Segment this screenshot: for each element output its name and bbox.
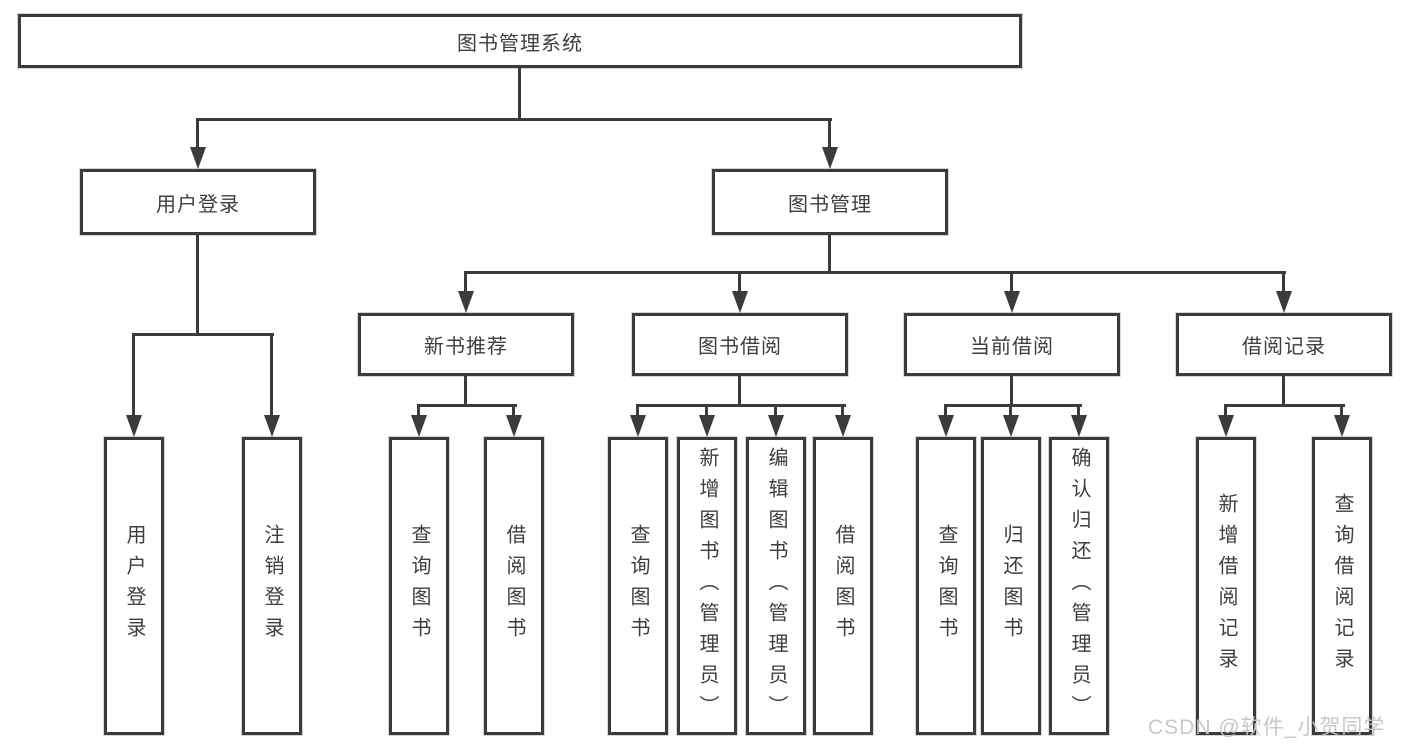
node-label: 查询图书 [627,524,649,648]
connector-vline [738,271,741,293]
arrow-down-icon [506,415,522,437]
node-current-borrowing: 当前借阅 [904,313,1120,376]
arrow-down-icon [458,291,474,313]
node-label: 确认归还（管理员） [1068,446,1090,726]
arrow-down-icon [1071,415,1087,437]
leaf-records-add-record: 新增借阅记录 [1196,437,1256,735]
leaf-borrowing-borrow-books: 借阅图书 [813,437,873,735]
connector-vline [705,404,708,417]
connector-vline [464,271,467,293]
connector-vline [1077,404,1080,417]
leaf-borrowing-query-books: 查询图书 [608,437,668,735]
arrow-down-icon [822,147,838,169]
node-label: 查询借阅记录 [1331,493,1353,679]
connector-vline [1282,271,1285,293]
connector-hline [636,404,846,407]
connector-vline [1224,404,1227,417]
arrow-down-icon [1218,415,1234,437]
connector-vline [464,376,467,406]
arrow-down-icon [264,415,280,437]
arrow-down-icon [190,147,206,169]
leaf-newbooks-borrow-books: 借阅图书 [484,437,544,735]
connector-vline [828,118,831,150]
leaf-current-confirm-return-admin: 确认归还（管理员） [1049,437,1109,735]
connector-vline [1340,404,1343,417]
node-label: 用户登录 [123,524,145,648]
watermark: CSDN @软件_小贺同学 [1148,716,1386,739]
leaf-current-return-books: 归还图书 [981,437,1041,735]
node-label: 新增借阅记录 [1215,493,1237,679]
leaf-records-query-record: 查询借阅记录 [1312,437,1372,735]
node-label: 借阅图书 [503,524,525,648]
leaf-borrowing-add-books-admin: 新增图书（管理员） [677,437,737,735]
connector-hline [944,404,1082,407]
arrow-down-icon [411,415,427,437]
leaf-borrowing-edit-books-admin: 编辑图书（管理员） [746,437,806,735]
node-label: 新增图书（管理员） [696,446,718,726]
connector-hline [1224,404,1345,407]
node-label: 查询图书 [935,524,957,648]
connector-vline [1282,376,1285,406]
connector-vline [774,404,777,417]
connector-vline [196,118,199,150]
connector-vline [1010,271,1013,293]
node-new-book-recommend: 新书推荐 [358,313,574,376]
arrow-down-icon [630,415,646,437]
node-label: 编辑图书（管理员） [765,446,787,726]
arrow-down-icon [732,291,748,313]
node-label: 注销登录 [261,524,283,648]
arrow-down-icon [1334,415,1350,437]
connector-vline [841,404,844,417]
node-label: 借阅图书 [832,524,854,648]
arrow-down-icon [1003,415,1019,437]
connector-vline [636,404,639,417]
connector-hline [132,333,274,336]
leaf-user-login: 用户登录 [104,437,164,735]
arrow-down-icon [768,415,784,437]
connector-vline [512,404,515,417]
connector-vline [132,333,135,417]
node-book-borrowing: 图书借阅 [632,313,848,376]
connector-vline [738,376,741,406]
node-label: 归还图书 [1000,524,1022,648]
connector-vline [828,235,831,273]
connector-hline [417,404,517,407]
leaf-logout: 注销登录 [242,437,302,735]
node-borrow-records: 借阅记录 [1176,313,1392,376]
connector-vline [944,404,947,417]
leaf-current-query-books: 查询图书 [916,437,976,735]
arrow-down-icon [126,415,142,437]
arrow-down-icon [835,415,851,437]
connector-hline [464,271,1286,274]
arrow-down-icon [1004,291,1020,313]
connector-vline [270,333,273,417]
node-book-management: 图书管理 [712,169,948,235]
connector-vline [1009,404,1012,417]
arrow-down-icon [699,415,715,437]
arrow-down-icon [1276,291,1292,313]
connector-vline [1010,376,1013,406]
connector-vline [518,68,521,120]
connector-vline [417,404,420,417]
arrow-down-icon [938,415,954,437]
leaf-newbooks-query-books: 查询图书 [389,437,449,735]
connector-hline [196,118,832,121]
connector-vline [196,235,199,335]
node-root: 图书管理系统 [18,14,1022,68]
node-user-login: 用户登录 [80,169,316,235]
node-label: 查询图书 [408,524,430,648]
